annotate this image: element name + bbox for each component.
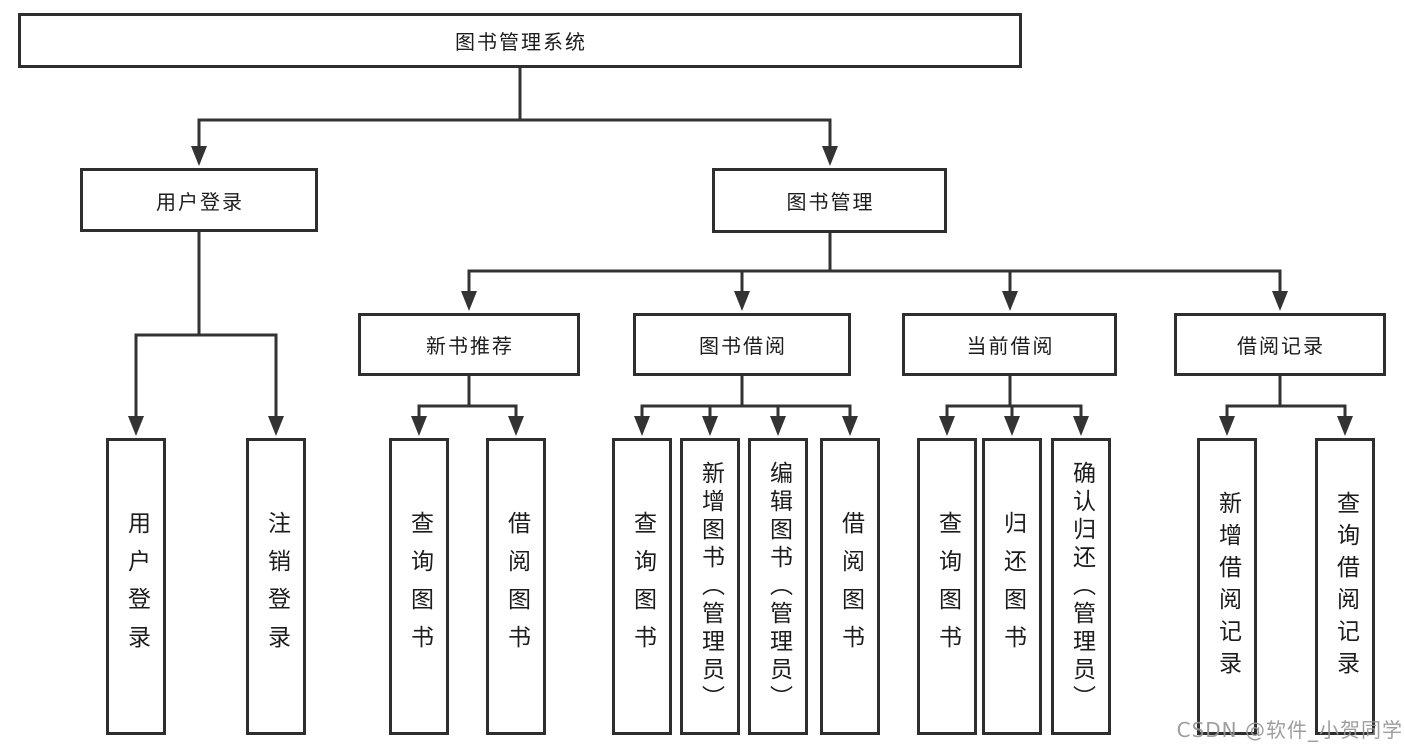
node-book-borrowing: 图书借阅 [633,313,851,376]
node-user-login: 用户登录 [80,168,318,232]
leaf-query-books-borrowing: 查询图书 [612,438,672,735]
leaf-query-books-recommend: 查询图书 [389,438,449,735]
node-new-book-recommend: 新书推荐 [358,313,580,376]
node-library-system: 图书管理系统 [18,13,1022,68]
leaf-user-login: 用户登录 [106,438,166,735]
node-book-management: 图书管理 [712,168,947,233]
leaf-borrow-books-recommend: 借阅图书 [486,438,546,735]
leaf-query-books-current: 查询图书 [917,438,977,735]
leaf-return-books: 归还图书 [982,438,1042,735]
watermark: CSDN @软件_小贺同学 [1176,718,1403,742]
leaf-borrow-books-borrowing: 借阅图书 [820,438,880,735]
leaf-confirm-return-admin: 确认归还（管理员） [1051,438,1111,735]
node-current-borrowing: 当前借阅 [902,313,1117,376]
leaf-add-books-admin: 新增图书（管理员） [680,438,740,735]
leaf-add-borrow-record: 新增借阅记录 [1197,438,1257,735]
leaf-logout: 注销登录 [246,438,306,735]
node-borrowing-records: 借阅记录 [1174,313,1386,376]
leaf-edit-books-admin: 编辑图书（管理员） [748,438,808,735]
leaf-query-borrow-record: 查询借阅记录 [1315,438,1375,735]
arrowheads [128,146,1353,436]
